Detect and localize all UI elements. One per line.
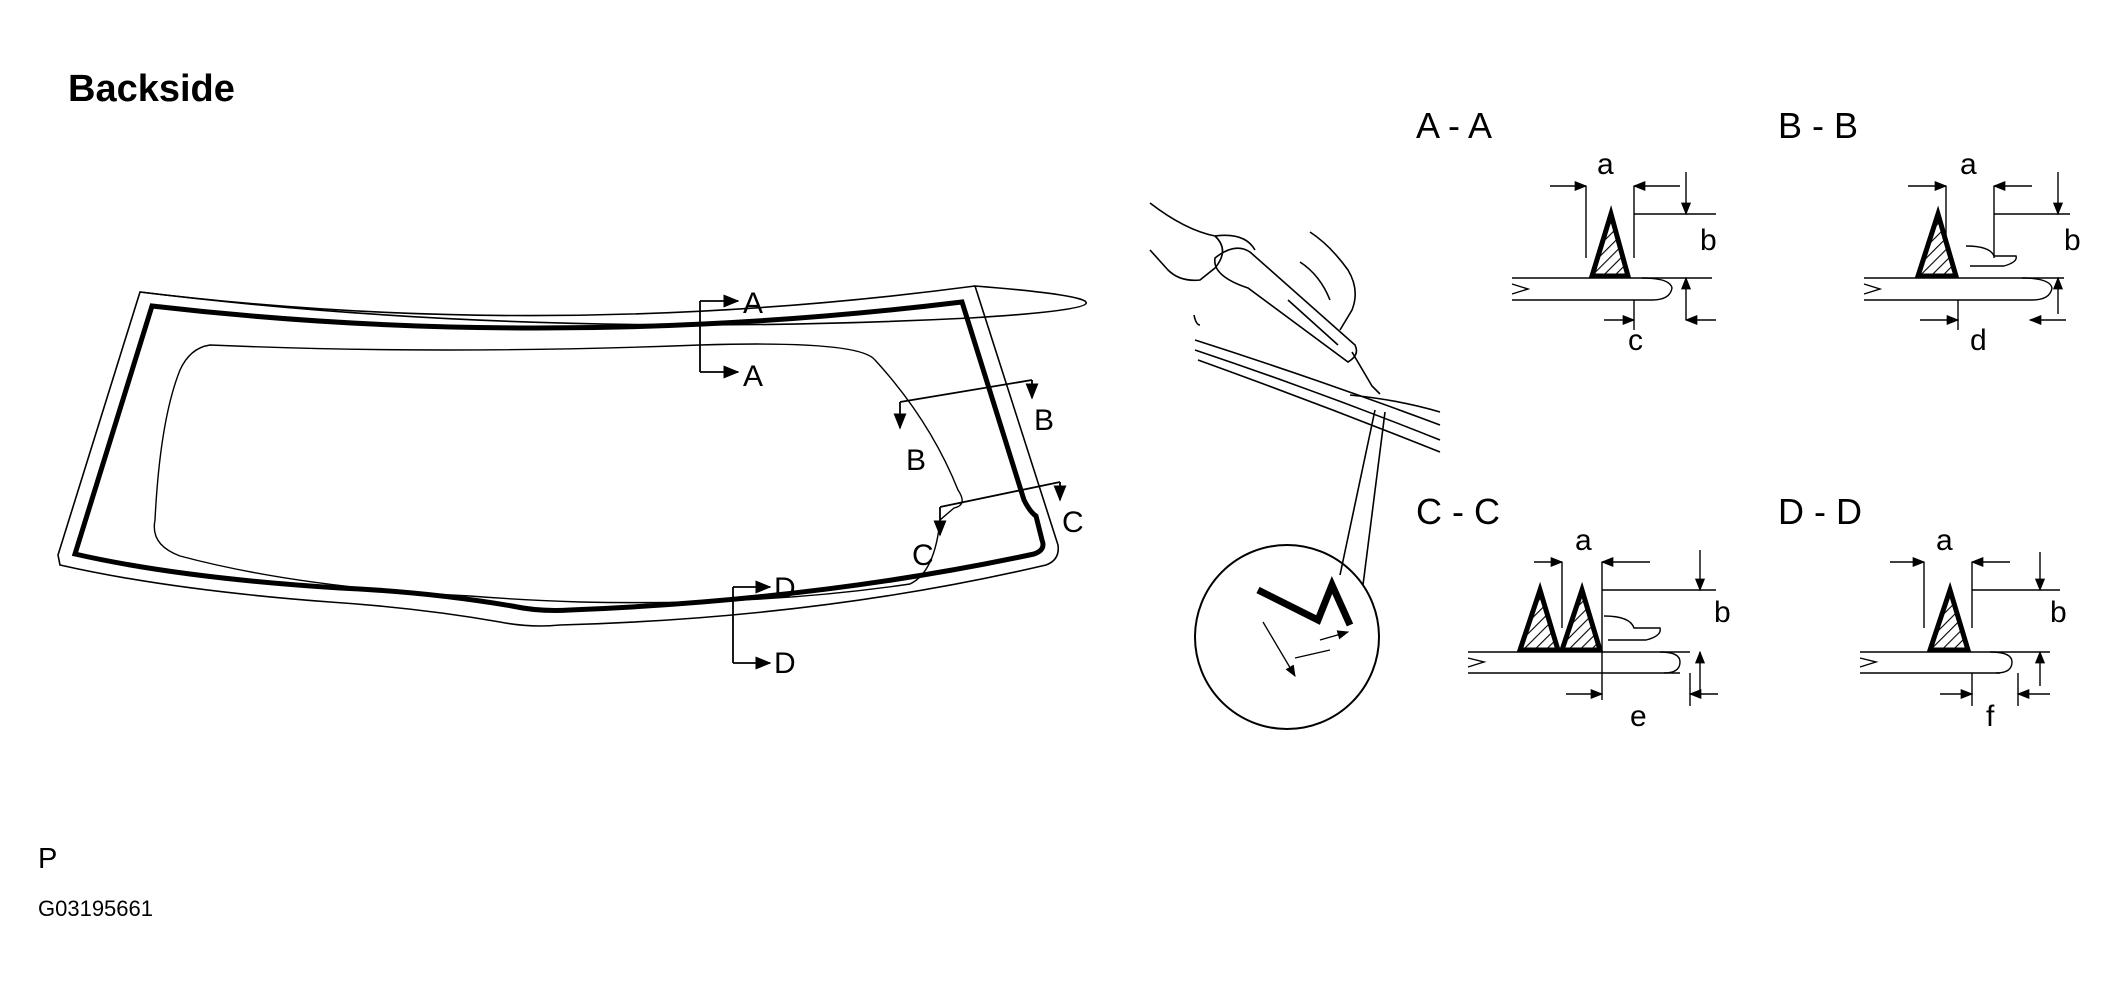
dim-d-label: d — [1970, 324, 1987, 357]
dim-c-label: c — [1628, 324, 1643, 357]
section-marker-c1: C — [1062, 506, 1084, 539]
section-detail-c: C - C a b e — [1416, 491, 1731, 733]
section-detail-a: A - A a b c — [1416, 105, 1717, 357]
dim-a-label: a — [1575, 524, 1592, 557]
dim-b-label: b — [1714, 596, 1731, 629]
section-marker-c2: C — [912, 539, 934, 572]
section-marker-d1: D — [774, 572, 796, 605]
section-cut-c — [933, 481, 1067, 537]
section-marker-a1: A — [743, 287, 763, 320]
section-marker-d2: D — [774, 647, 796, 680]
dim-b-label: b — [1700, 224, 1717, 257]
section-heading-b: B - B — [1778, 105, 1858, 146]
section-marker-b2: B — [906, 444, 926, 477]
glass-inner-print-line — [153, 343, 963, 604]
dim-b-label: b — [2064, 224, 2081, 257]
section-cut-b — [893, 379, 1039, 430]
corner-letter: P — [38, 843, 58, 875]
dim-a-label: a — [1960, 148, 1977, 181]
section-marker-b1: B — [1034, 404, 1054, 437]
rear-glass — [57, 285, 1088, 627]
section-detail-d: D - D a b f — [1778, 491, 2067, 733]
section-heading-c: C - C — [1416, 491, 1500, 532]
dim-f-label: f — [1986, 700, 1995, 733]
detail-zoom-circle — [1194, 409, 1386, 730]
dim-a-label: a — [1597, 148, 1614, 181]
section-heading-d: D - D — [1778, 491, 1862, 532]
section-cut-d — [732, 580, 772, 670]
section-detail-b: B - B a b d — [1778, 105, 2081, 357]
dim-a-label: a — [1936, 524, 1953, 557]
dim-e-label: e — [1630, 700, 1647, 733]
glass-outer-edge-top — [139, 285, 976, 317]
section-heading-a: A - A — [1416, 105, 1492, 146]
section-marker-a2: A — [743, 360, 763, 393]
diagram-title: Backside — [68, 68, 235, 110]
glass-outer-edge — [57, 285, 1088, 627]
sealant-gun-illustration — [1149, 202, 1441, 453]
figure-id: G03195661 — [38, 896, 153, 921]
adhesive-bead-line — [71, 299, 1046, 613]
section-cut-a — [699, 294, 740, 379]
dim-b-label: b — [2050, 596, 2067, 629]
